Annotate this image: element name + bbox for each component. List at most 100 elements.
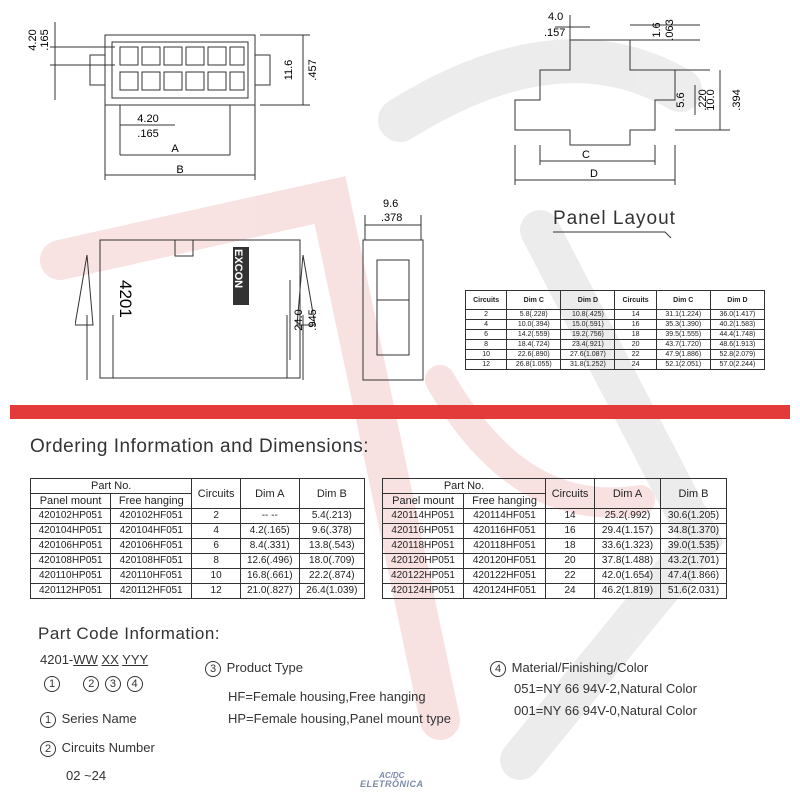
table-cell: 22 — [614, 349, 657, 360]
code-yyy: YYY — [122, 652, 149, 667]
table-cell: 24 — [545, 583, 596, 599]
table-cell: 36.0(1.417) — [709, 309, 766, 320]
dim-b-header: Dim B — [659, 478, 728, 509]
table-cell: 42.0(1.654) — [594, 568, 661, 584]
table-cell: 43.2(1.701) — [659, 553, 728, 569]
table-cell: 52.8(2.079) — [709, 349, 766, 360]
item-circuits-range: 02 ~24 — [66, 768, 107, 783]
table-cell: 18 — [545, 538, 596, 554]
part-no-header: Part No. — [381, 478, 547, 494]
code-ww: WW — [73, 652, 98, 667]
ordering-title: Ordering Information and Dimensions: — [30, 436, 370, 457]
table-cell: 26.4(1.039) — [298, 583, 366, 599]
table-cell: 2 — [191, 508, 241, 524]
ordering-table-left: Part No. Circuits Dim A Dim B Panel moun… — [29, 478, 366, 599]
table-cell: 14 — [614, 309, 657, 320]
table-cell: 420116HF051 — [463, 523, 547, 539]
table-cell: 18.0(.709) — [298, 553, 366, 569]
circle-4: 4 — [126, 676, 143, 692]
table-cell: 27.6(1.087) — [560, 349, 616, 360]
item-circuits-number: 2 Circuits Number — [40, 740, 155, 757]
dim-label: .457 — [307, 59, 319, 80]
table-cell: 420122HP051 — [381, 568, 465, 584]
table-cell: 39.0(1.535) — [659, 538, 728, 554]
table-cell: 6 — [464, 329, 508, 340]
col-header: Dim C — [506, 290, 562, 310]
section-divider — [10, 405, 790, 419]
table-cell: 10.8(.425) — [560, 309, 616, 320]
table-cell: 4 — [464, 319, 508, 330]
dim-label: .378 — [381, 212, 402, 224]
table-cell: 57.0(2.244) — [709, 359, 766, 370]
table-cell: 12 — [191, 583, 241, 599]
material-line: 001=NY 66 94V-0,Natural Color — [514, 703, 697, 718]
table-cell: 4 — [191, 523, 241, 539]
dim-label: 5.6 — [675, 92, 687, 107]
circle-3: 3 — [104, 676, 121, 692]
logo-text: EXCON — [232, 249, 244, 288]
table-cell: 420120HP051 — [381, 553, 465, 569]
table-cell: 420112HF051 — [110, 583, 193, 599]
table-cell: 26.8(1.055) — [506, 359, 562, 370]
table-cell: 10 — [191, 568, 241, 584]
part-code-title: Part Code Information: — [38, 624, 221, 643]
col-header: Dim D — [709, 290, 766, 310]
dim-label: A — [171, 143, 179, 155]
free-hanging-header: Free hanging — [463, 493, 547, 509]
side-dims: 24.0 .945 — [289, 280, 319, 360]
material-line: 051=NY 66 94V-2,Natural Color — [514, 681, 697, 696]
table-cell: 18 — [614, 329, 657, 340]
table-cell: 13.8(.543) — [298, 538, 366, 554]
dim-label: 4.0 — [548, 11, 563, 23]
table-cell: 14.2(.559) — [506, 329, 562, 340]
circuits-header: Circuits — [545, 478, 596, 509]
table-cell: 5.4(.213) — [298, 508, 366, 524]
table-cell: 20 — [545, 553, 596, 569]
watermark-line1: AC/DC — [379, 771, 405, 780]
table-cell: 420108HP051 — [29, 553, 112, 569]
table-cell: 420110HF051 — [110, 568, 193, 584]
table-cell: 8 — [191, 553, 241, 569]
item-series-name: 1 Series Name — [40, 711, 137, 728]
dim-label: 1.6 — [651, 22, 663, 37]
item-product-type: 3 Product Type — [205, 660, 303, 677]
table-cell: 420118HF051 — [463, 538, 547, 554]
dim-label: .394 — [731, 89, 743, 110]
table-cell: 18.4(.724) — [506, 339, 562, 350]
col-header: Circuits — [614, 290, 657, 310]
free-hanging-header: Free hanging — [110, 493, 193, 509]
dim-label: C — [582, 149, 590, 161]
table-cell: 8 — [464, 339, 508, 350]
dim-label: 10.0 — [705, 89, 717, 110]
table-cell: 420122HF051 — [463, 568, 547, 584]
table-cell: 31.1(1.224) — [655, 309, 711, 320]
panel-layout-title: Panel Layout — [553, 208, 676, 229]
table-cell: -- -- — [239, 508, 300, 524]
table-cell: 22.2(.874) — [298, 568, 366, 584]
item-label: Circuits Number — [61, 740, 155, 755]
table-cell: 23.4(.921) — [560, 339, 616, 350]
code-xx: XX — [101, 652, 119, 667]
table-cell: 21.0(.827) — [239, 583, 300, 599]
table-cell: 420110HP051 — [29, 568, 112, 584]
table-cell: 420112HP051 — [29, 583, 112, 599]
connector-narrow-side-drawing: 9.6 .378 — [362, 198, 424, 381]
item-number: 2 — [40, 741, 56, 757]
code-circles: 1 2 3 4 — [44, 675, 145, 692]
panel-mount-header: Panel mount — [381, 493, 465, 509]
table-cell: 2 — [464, 309, 508, 320]
table-cell: 420118HP051 — [381, 538, 465, 554]
table-cell: 12.6(.496) — [239, 553, 300, 569]
